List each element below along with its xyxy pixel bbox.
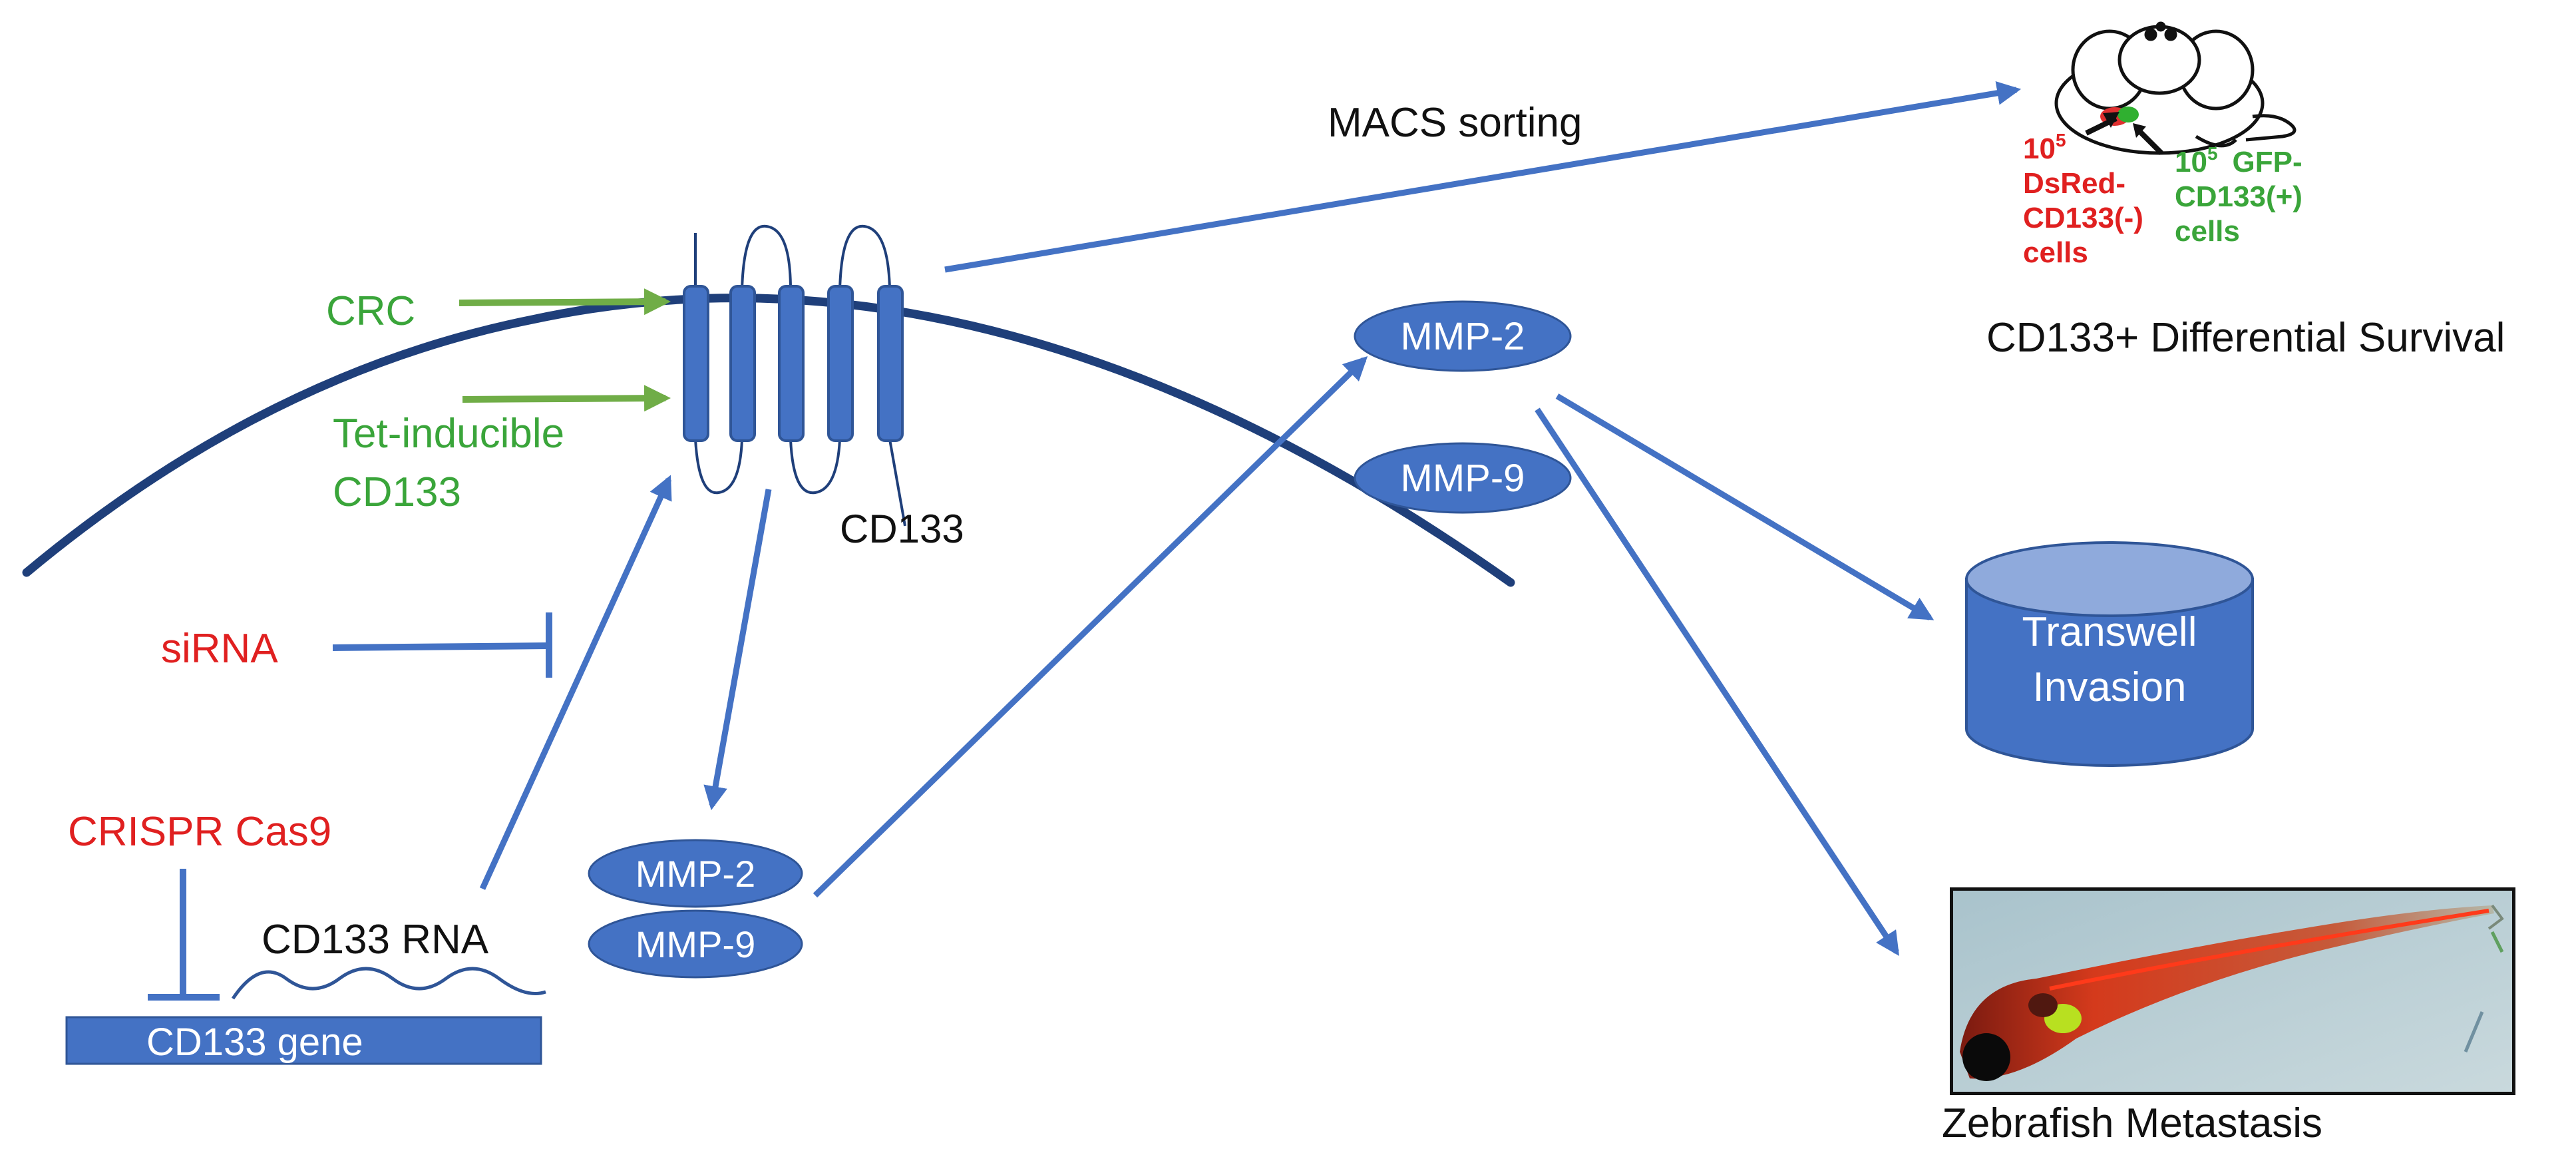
cd133-rna-wave [231, 967, 546, 1000]
cd133-rna-label: CD133 RNA [262, 917, 489, 963]
transwell-label-line1: Transwell [2022, 609, 2197, 655]
cd133-gene-bar [65, 1016, 542, 1065]
cd133-transmembrane-helices [683, 285, 904, 442]
sirna-label: siRNA [161, 626, 278, 672]
zebrafish-image [1950, 887, 2515, 1095]
mouse-icon [2054, 21, 2297, 155]
tet-inducible-label-line2: CD133 [333, 469, 461, 515]
mmp2-lower-label: MMP-2 [636, 853, 755, 895]
mmp2-upper-oval [1354, 300, 1572, 372]
crc-activation-arrow [459, 288, 671, 316]
dsred-cells-count: 105 [2023, 130, 2066, 165]
macs-sorting-arrow [944, 81, 2022, 273]
gfp-label-line2: CD133(+) [2175, 180, 2302, 213]
dsred-label-line3: CD133(-) [2023, 202, 2143, 234]
cd133-receptor-label: CD133 [840, 507, 964, 551]
zebrafish-metastasis-label: Zebrafish Metastasis [1942, 1100, 2322, 1146]
mmp9-lower-oval [588, 909, 803, 979]
cd133-gene-label: CD133 gene [146, 1021, 363, 1064]
mmp-secretion-arrow [813, 355, 1368, 898]
mmp2-lower-oval [588, 839, 803, 908]
mmp-to-transwell-arrow [1555, 393, 1934, 620]
rna-to-receptor-arrow [479, 475, 672, 890]
mmp2-upper-label: MMP-2 [1401, 315, 1525, 358]
mmp9-upper-label: MMP-9 [1401, 457, 1525, 500]
mouse-injection-arrowhead-right [2133, 123, 2146, 138]
transwell-label-line2: Invasion [2033, 664, 2187, 710]
macs-sorting-label: MACS sorting [1328, 100, 1582, 146]
mmp9-lower-label: MMP-9 [636, 923, 755, 965]
crc-label: CRC [326, 288, 415, 334]
sirna-inhibition-line [332, 642, 550, 651]
cell-membrane [22, 294, 1515, 587]
tet-activation-arrow [462, 385, 671, 412]
cd133-receptor [694, 224, 906, 527]
differential-survival-label: CD133+ Differential Survival [1986, 315, 2505, 361]
gfp-label-line3: cells [2175, 215, 2240, 248]
dsred-label-line2: DsRed- [2023, 167, 2125, 200]
mmp9-upper-oval [1354, 442, 1572, 514]
receptor-to-mmp-arrow [703, 489, 772, 811]
mmp-to-zebrafish-arrow [1535, 407, 1899, 957]
tet-inducible-label: Tet-inducible [333, 411, 564, 457]
crispr-label: CRISPR Cas9 [68, 809, 331, 855]
transwell-cylinder [1965, 541, 2254, 767]
mouse-injection-arrowhead-left [2103, 112, 2119, 128]
dsred-label-line4: cells [2023, 236, 2088, 269]
